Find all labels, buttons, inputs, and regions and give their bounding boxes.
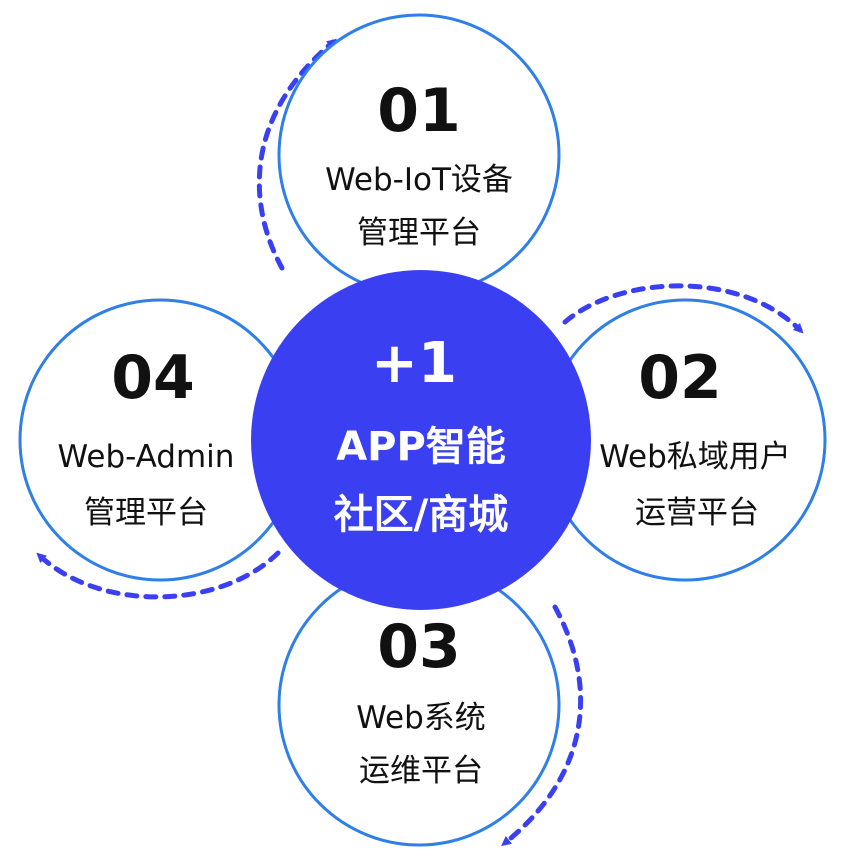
node-03-line1: Web系统 — [356, 700, 486, 736]
node-04: 04 Web-Admin 管理平台 — [58, 343, 235, 531]
center-number: +1 — [371, 331, 457, 396]
node-03-number: 03 — [377, 612, 461, 682]
arrow-left-bottom — [36, 550, 281, 600]
node-04-line2: 管理平台 — [84, 495, 208, 531]
node-01-line2: 管理平台 — [357, 215, 481, 251]
node-01: 01 Web-IoT设备 管理平台 — [325, 76, 513, 251]
node-04-line1: Web-Admin — [58, 439, 235, 475]
center-line1: APP智能 — [336, 424, 506, 470]
arrow-bottom-right — [501, 604, 584, 847]
node-02-line1: Web私域用户 — [599, 439, 791, 475]
node-02-number: 02 — [638, 343, 722, 413]
arrow-top-left — [256, 38, 337, 271]
center-content: +1 APP智能 社区/商城 — [334, 331, 509, 538]
node-03: 03 Web系统 运维平台 — [356, 612, 486, 789]
node-01-number: 01 — [377, 76, 461, 146]
node-01-line1: Web-IoT设备 — [325, 162, 513, 198]
arrow-right-top — [562, 283, 804, 334]
cycle-arrows — [36, 38, 804, 847]
node-02: 02 Web私域用户 运营平台 — [599, 343, 791, 531]
node-02-line2: 运营平台 — [635, 495, 759, 531]
node-03-line2: 运维平台 — [359, 753, 483, 789]
node-circle-01 — [277, 13, 561, 297]
node-04-number: 04 — [111, 343, 195, 413]
center-circle — [251, 270, 591, 610]
outer-circles — [18, 13, 827, 847]
center-line2: 社区/商城 — [334, 492, 509, 538]
